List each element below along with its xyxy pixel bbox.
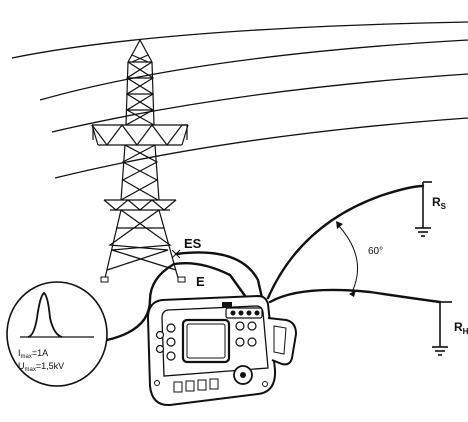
label-umax: Umax=1,5kV (18, 361, 64, 373)
s-lead (266, 184, 425, 300)
meter-key (185, 380, 195, 392)
meter-screw (154, 380, 160, 386)
rs-electrode (415, 181, 432, 237)
rh-electrode (432, 301, 452, 356)
e-lead-tower (172, 261, 250, 302)
e-lead (105, 262, 176, 342)
label-rs: RS (432, 195, 447, 211)
power-line (11, 21, 468, 59)
transmission-tower (91, 39, 189, 279)
meter-terminal (238, 310, 244, 316)
meter-button (247, 337, 257, 347)
label-rh: RH (454, 320, 468, 336)
label-angle: 60° (368, 246, 383, 257)
tower-foot (100, 276, 109, 283)
meter-button (166, 351, 176, 361)
angle-arrow-bottom (349, 290, 356, 297)
power-line (54, 117, 468, 179)
pulse-waveform-inset (6, 281, 108, 387)
earth-resistance-meter (146, 294, 298, 407)
meter-button (155, 330, 165, 340)
label-es: ES (184, 236, 202, 251)
label-e: E (196, 274, 205, 289)
meter-handle-inner (273, 325, 287, 355)
waveform-pulse (27, 291, 63, 338)
meter-rotary-knob-center (240, 372, 246, 378)
meter-terminal-strip (225, 307, 263, 319)
power-line (51, 73, 468, 133)
meter-button (166, 323, 176, 333)
meter-screw (262, 381, 268, 387)
label-imax: Imax=1A (18, 348, 48, 360)
meter-terminal (230, 310, 236, 316)
meter-key (209, 378, 219, 390)
meter-display (181, 318, 231, 364)
meter-display-inner (186, 323, 226, 359)
angle-arrow-top (336, 221, 343, 229)
meter-handle (267, 317, 298, 366)
meter-button (235, 337, 245, 347)
es-lead (174, 251, 264, 300)
meter-button (247, 321, 257, 331)
meter-button (235, 321, 245, 331)
meter-key (197, 379, 207, 391)
meter-terminal (246, 310, 252, 316)
power-line (39, 39, 468, 101)
meter-button (155, 344, 165, 354)
meter-key (173, 381, 183, 393)
meter-terminal (254, 310, 260, 316)
meter-button (166, 337, 176, 347)
angle-arc (337, 224, 359, 293)
power-lines (11, 21, 468, 179)
tower-foot (177, 276, 186, 283)
meter-connector (222, 302, 232, 308)
test-leads (105, 184, 442, 342)
h-lead (268, 288, 442, 304)
